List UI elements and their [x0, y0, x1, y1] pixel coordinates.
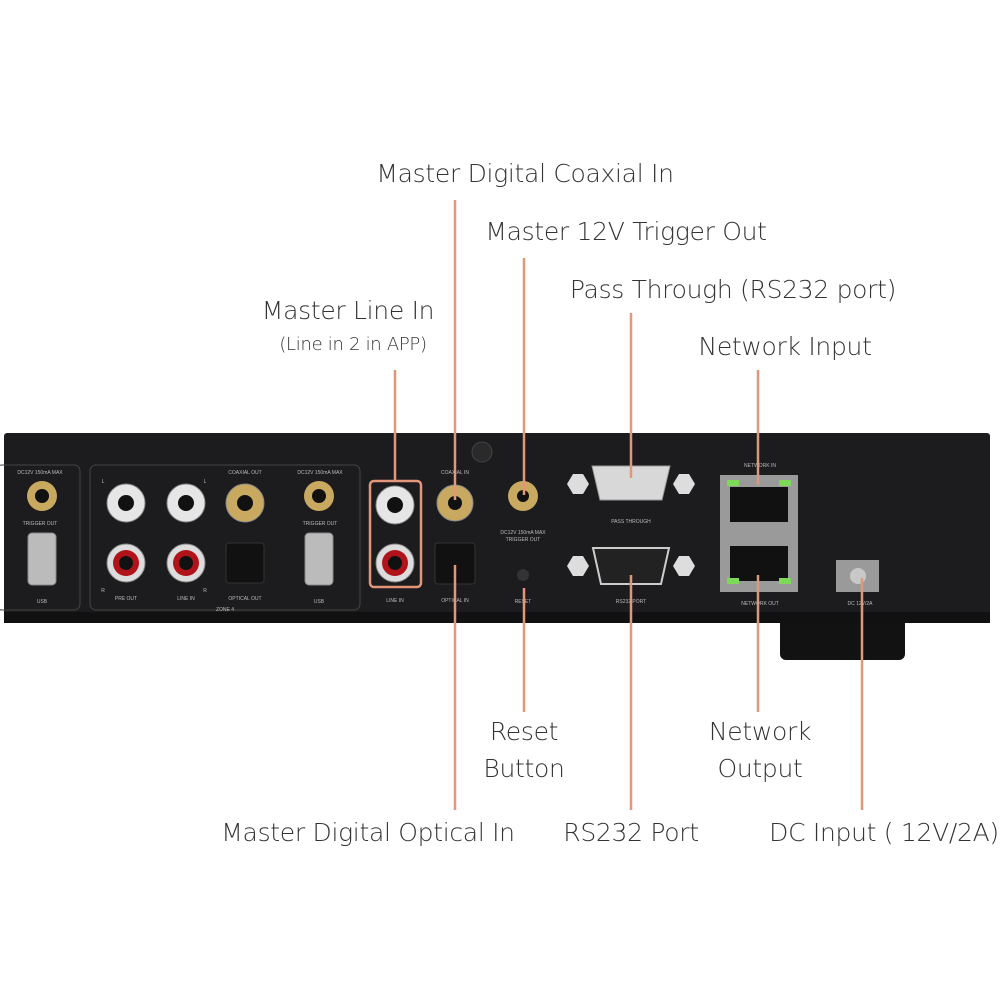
- label-r: R: [203, 588, 207, 594]
- callout-rs232-port: RS232 Port: [563, 818, 699, 847]
- rca-line-in-r: [166, 543, 206, 583]
- usb-port-zone: [304, 532, 334, 586]
- label-trigger-out: TRIGGER OUT: [506, 537, 541, 543]
- callout-coaxial-in: Master Digital Coaxial In: [376, 159, 674, 188]
- callout-optical-in: Master Digital Optical In: [221, 818, 515, 847]
- coaxial-out-jack: [225, 483, 265, 523]
- screw-icon: [471, 441, 493, 463]
- led-icon: [727, 480, 739, 486]
- label-pre-out: PRE OUT: [115, 596, 137, 602]
- label-l: L: [204, 479, 207, 485]
- chassis-bottom-edge: [4, 612, 990, 623]
- label-optical-out: OPTICAL OUT: [228, 596, 261, 602]
- rca-line-in-l: [166, 483, 206, 523]
- pass-through-db9: [567, 465, 695, 501]
- led-icon: [779, 480, 791, 486]
- callout-line-in: Master Line In: [261, 296, 435, 325]
- callout-reset-line1: Reset: [489, 717, 559, 746]
- network-in-port: [730, 487, 788, 522]
- label-dc12v: DC12V 150mA MAX: [17, 470, 63, 476]
- callout-network-output-line2: Output: [717, 754, 803, 783]
- label-dc12v: DC12V 150mA MAX: [500, 530, 546, 536]
- label-line-in: LINE IN: [386, 598, 404, 604]
- zone-box-left: [0, 464, 81, 611]
- callout-pass-through: Pass Through (RS232 port): [569, 275, 897, 304]
- label-network-out: NETWORK OUT: [741, 601, 779, 607]
- usb-port-left: [27, 532, 57, 586]
- rca-master-line-in-r: [375, 543, 415, 583]
- label-pass-through: PASS THROUGH: [611, 519, 651, 525]
- callout-network-output-line1: Network: [708, 717, 812, 746]
- rca-pre-out-r: [106, 543, 146, 583]
- rs232-db9: [567, 547, 695, 585]
- label-usb: USB: [314, 599, 325, 605]
- callout-network-output: Network Output: [708, 713, 812, 787]
- label-dc12v: DC12V 150mA MAX: [297, 470, 343, 476]
- label-coaxial-out: COAXIAL OUT: [228, 470, 261, 476]
- zone-4-box: [89, 464, 361, 611]
- trigger-jack-left: [27, 481, 57, 511]
- label-trigger-out: TRIGGER OUT: [303, 521, 338, 527]
- led-icon: [779, 578, 791, 584]
- trigger-jack-zone: [304, 481, 334, 511]
- device-foot: [780, 615, 905, 660]
- callout-network-input: Network Input: [698, 332, 872, 361]
- callout-line-in-note: (Line in 2 in APP): [279, 334, 427, 355]
- callout-trigger-out: Master 12V Trigger Out: [485, 217, 767, 246]
- rca-pre-out-l: [106, 483, 146, 523]
- label-dc: DC 12V/2A: [847, 601, 873, 607]
- led-icon: [727, 578, 739, 584]
- label-network-in: NETWORK IN: [744, 463, 776, 469]
- leader-lines: [393, 200, 864, 810]
- callout-dc-input: DC Input ( 12V/2A): [769, 818, 999, 847]
- label-l: L: [102, 479, 105, 485]
- coaxial-in-jack: [436, 484, 474, 522]
- reset-button: [517, 569, 529, 581]
- label-trigger-out: TRIGGER OUT: [23, 521, 58, 527]
- rca-master-line-in-l: [375, 485, 415, 525]
- optical-out-port: [225, 542, 265, 584]
- label-r: R: [101, 588, 105, 594]
- label-zone: ZONE 4: [216, 607, 234, 613]
- callout-reset-line2: Button: [483, 754, 565, 783]
- label-usb: USB: [37, 599, 48, 605]
- trigger-out-jack: [508, 481, 538, 511]
- chassis: [4, 433, 990, 623]
- callout-reset: Reset Button: [483, 713, 564, 787]
- label-line-in: LINE IN: [177, 596, 195, 602]
